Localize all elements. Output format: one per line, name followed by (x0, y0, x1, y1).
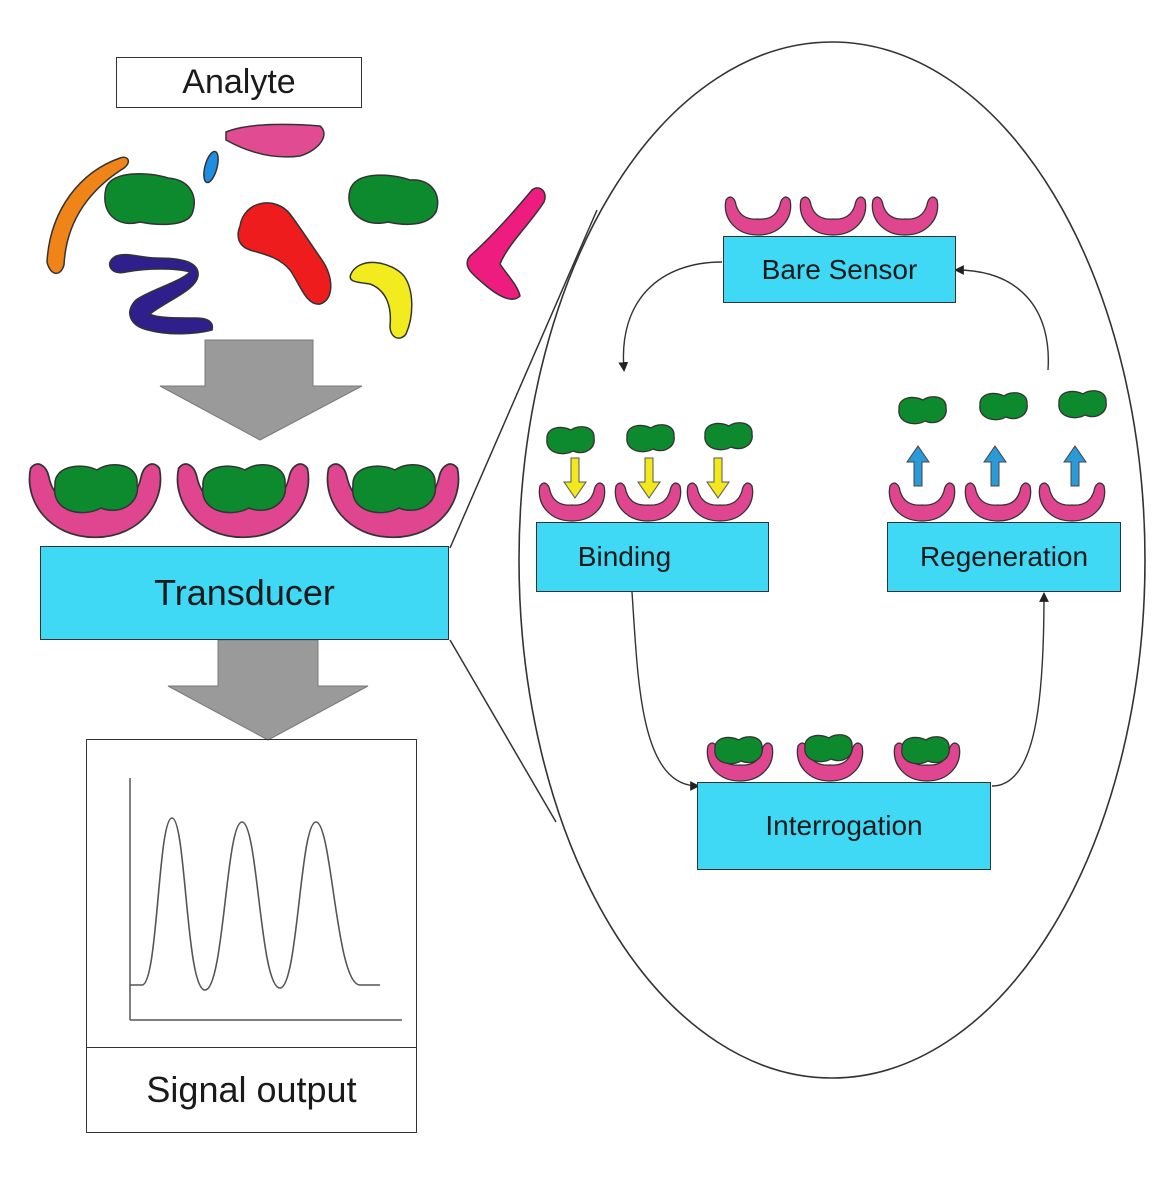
release-arrow-icon (906, 445, 930, 487)
analyte-molecules (46, 123, 546, 339)
cycle-arrow-4-icon (991, 592, 1049, 787)
analyte-label-box: Analyte (116, 57, 362, 108)
bare-sensor-label: Bare Sensor (761, 253, 918, 285)
analyte-molecule-icon (351, 463, 437, 514)
signal-trace (130, 817, 380, 991)
binding-label: Binding (577, 541, 672, 572)
pink-analyte-icon (225, 123, 325, 158)
signal-output-divider (87, 1047, 416, 1048)
down-block-arrow-icon (159, 339, 363, 441)
bare-sensor-box: Bare Sensor (723, 236, 956, 303)
regeneration-label: Regeneration (919, 541, 1089, 572)
cycle-arrow-icon (618, 261, 723, 372)
binding-receptors (538, 422, 754, 522)
cycle-arrow-3-icon (631, 591, 700, 791)
analyte-label: Analyte (182, 63, 296, 101)
analyte-molecule-icon (201, 463, 287, 514)
transducer-receptors (28, 463, 460, 539)
signal-output-label: Signal output (146, 1069, 357, 1110)
zoom-connector-bottom (449, 639, 557, 823)
yellow-analyte-icon (349, 261, 413, 339)
interrogation-box: Interrogation (697, 782, 991, 870)
magenta-analyte-icon (466, 187, 546, 300)
binding-arrow-icon (637, 457, 661, 499)
zoom-connector-top (449, 209, 598, 549)
binding-arrow-icon (563, 457, 587, 499)
cycle-arrow-2-icon (954, 265, 1050, 371)
regeneration-receptors (888, 390, 1107, 522)
binding-arrow-icon (706, 457, 730, 499)
transducer-label: Transducer (154, 572, 335, 613)
green-analyte-2-icon (348, 174, 439, 226)
red-analyte-icon (237, 202, 332, 305)
regeneration-box: Regeneration (887, 522, 1121, 592)
zoom-ellipse (518, 41, 1146, 1079)
transducer-box: Transducer (40, 546, 449, 640)
release-arrow-icon (983, 445, 1007, 487)
down-block-arrow-2-icon (167, 639, 369, 741)
interrogation-label: Interrogation (765, 810, 923, 841)
release-arrow-icon (1063, 445, 1087, 487)
bare-sensor-receptors (724, 196, 939, 236)
green-analyte-icon (104, 173, 195, 226)
orange-analyte-icon (46, 156, 130, 274)
analyte-molecule-icon (53, 463, 139, 514)
signal-output-panel: Signal output (86, 739, 417, 1133)
blue-analyte-icon (203, 150, 219, 184)
purple-analyte-icon (108, 253, 214, 335)
interrogation-receptors (706, 734, 961, 782)
signal-plot (129, 778, 402, 1021)
binding-box: Binding (536, 522, 769, 592)
